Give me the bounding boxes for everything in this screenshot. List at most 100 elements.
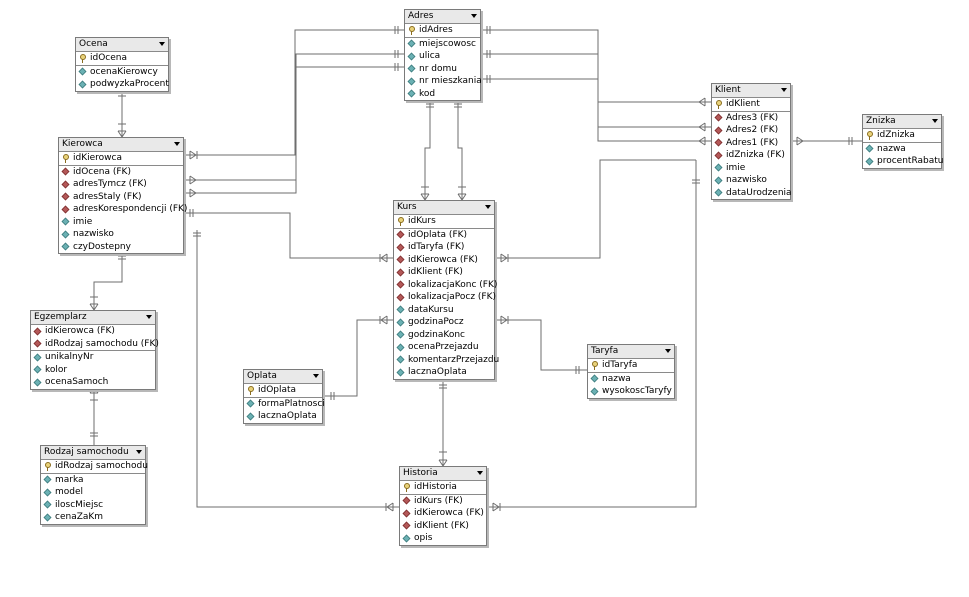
column-row[interactable]: idKurs	[394, 215, 494, 229]
column-row[interactable]: imie	[59, 216, 183, 229]
column-row[interactable]: podwyzkaProcent	[76, 78, 169, 91]
column-row[interactable]: lokalizacjaKonc (FK)	[394, 279, 498, 292]
column-row[interactable]: idAdres	[405, 24, 480, 38]
column-row[interactable]: idKierowca	[59, 152, 183, 166]
crow-foot-mark	[698, 122, 706, 132]
table-title: Egzemplarz	[31, 311, 155, 325]
column-field-icon	[407, 89, 416, 98]
foreign-key-icon	[402, 496, 411, 505]
table-menu-chevron-icon[interactable]	[471, 14, 477, 18]
table-menu-chevron-icon[interactable]	[665, 349, 671, 353]
crow-foot-mark	[492, 502, 500, 512]
column-row[interactable]: unikalnyNr	[31, 351, 155, 364]
table-title: Kurs	[394, 201, 494, 215]
column-row[interactable]: idKlient (FK)	[394, 266, 494, 279]
column-row[interactable]: kod	[405, 88, 480, 101]
table-menu-chevron-icon[interactable]	[932, 119, 938, 123]
column-row[interactable]: ocenaPrzejazdu	[394, 341, 494, 354]
column-name: idKlient (FK)	[414, 520, 469, 531]
table-kierowca[interactable]: Kierowca idKierowca idOcena (FK)adresTymcz…	[58, 137, 187, 254]
column-row[interactable]: idKurs (FK)	[400, 495, 486, 508]
column-row[interactable]: nazwa	[588, 373, 674, 386]
column-row[interactable]: idOplata	[244, 384, 322, 398]
table-menu-chevron-icon[interactable]	[313, 374, 319, 378]
column-row[interactable]: adresTymcz (FK)	[59, 178, 183, 191]
column-row[interactable]: idOplata (FK)	[394, 229, 494, 242]
column-row[interactable]: idHistoria	[400, 481, 486, 495]
column-row[interactable]: nazwisko	[59, 228, 183, 241]
column-row[interactable]: iloscMiejsc	[41, 499, 145, 512]
column-row[interactable]: idOcena	[76, 52, 168, 66]
column-row[interactable]: ulica	[405, 50, 480, 63]
column-row[interactable]: idKlient (FK)	[400, 520, 486, 533]
column-row[interactable]: idKierowca (FK)	[31, 325, 155, 338]
column-row[interactable]: formaPlatnosci	[244, 398, 325, 411]
column-row[interactable]: marka	[41, 474, 145, 487]
column-row[interactable]: idTaryfa (FK)	[394, 241, 494, 254]
column-row[interactable]: imie	[712, 162, 790, 175]
table-menu-chevron-icon[interactable]	[159, 42, 165, 46]
column-row[interactable]: idRodzaj samochodu	[41, 460, 148, 474]
column-row[interactable]: idRodzaj samochodu (FK)	[31, 338, 159, 351]
column-row[interactable]: idTaryfa	[588, 359, 674, 373]
column-name: idKierowca	[73, 153, 122, 163]
table-menu-chevron-icon[interactable]	[136, 450, 142, 454]
column-row[interactable]: kolor	[31, 364, 155, 377]
column-row[interactable]: model	[41, 486, 145, 499]
column-row[interactable]: idZnizka (FK)	[712, 149, 790, 162]
column-row[interactable]: lacznaOplata	[394, 366, 494, 379]
column-row[interactable]: miejscowosc	[405, 38, 480, 51]
column-row[interactable]: adresStaly (FK)	[59, 191, 183, 204]
table-menu-chevron-icon[interactable]	[146, 315, 152, 319]
column-name: lokalizacjaKonc (FK)	[408, 279, 498, 290]
column-row[interactable]: opis	[400, 532, 486, 545]
column-row[interactable]: godzinaPocz	[394, 316, 494, 329]
column-row[interactable]: Adres2 (FK)	[712, 124, 790, 137]
column-row[interactable]: czyDostepny	[59, 241, 183, 254]
table-title-text: Kierowca	[62, 139, 103, 149]
table-menu-chevron-icon[interactable]	[174, 142, 180, 146]
column-row[interactable]: cenaZaKm	[41, 511, 145, 524]
column-row[interactable]: lokalizacjaPocz (FK)	[394, 291, 496, 304]
column-row[interactable]: ocenaKierowcy	[76, 66, 168, 79]
column-row[interactable]: ocenaSamoch	[31, 376, 155, 389]
column-row[interactable]: Adres3 (FK)	[712, 112, 790, 125]
column-row[interactable]: nr domu	[405, 63, 480, 76]
column-name: idTaryfa	[602, 360, 638, 370]
table-title-text: Klient	[715, 85, 741, 95]
primary-key-icon	[591, 360, 598, 370]
column-row[interactable]: dataUrodzenia	[712, 187, 792, 200]
column-row[interactable]: adresKorespondencji (FK)	[59, 203, 187, 216]
column-row[interactable]: nazwisko	[712, 174, 790, 187]
relationship-line	[487, 196, 697, 508]
column-field-icon	[33, 365, 42, 374]
column-row[interactable]: idOcena (FK)	[59, 166, 183, 179]
column-row[interactable]: Adres1 (FK)	[712, 137, 790, 150]
column-row[interactable]: procentRabatu	[863, 155, 943, 168]
column-row[interactable]: lacznaOplata	[244, 410, 322, 423]
column-row[interactable]: komentarzPrzejazdu	[394, 354, 499, 367]
table-menu-chevron-icon[interactable]	[781, 88, 787, 92]
column-row[interactable]: idKierowca (FK)	[394, 254, 494, 267]
column-row[interactable]: nr mieszkania	[405, 75, 482, 88]
column-row[interactable]: dataKursu	[394, 304, 494, 317]
column-row[interactable]: nazwa	[863, 143, 941, 156]
column-row[interactable]: idKierowca (FK)	[400, 507, 486, 520]
column-row[interactable]: wysokoscTaryfy	[588, 385, 674, 398]
column-row[interactable]: godzinaKonc	[394, 329, 494, 342]
table-menu-chevron-icon[interactable]	[477, 471, 483, 475]
column-row[interactable]: idKlient	[712, 98, 790, 112]
table-title-text: Ocena	[79, 39, 108, 49]
column-row[interactable]: idZnizka	[863, 129, 941, 143]
table-menu-chevron-icon[interactable]	[485, 205, 491, 209]
